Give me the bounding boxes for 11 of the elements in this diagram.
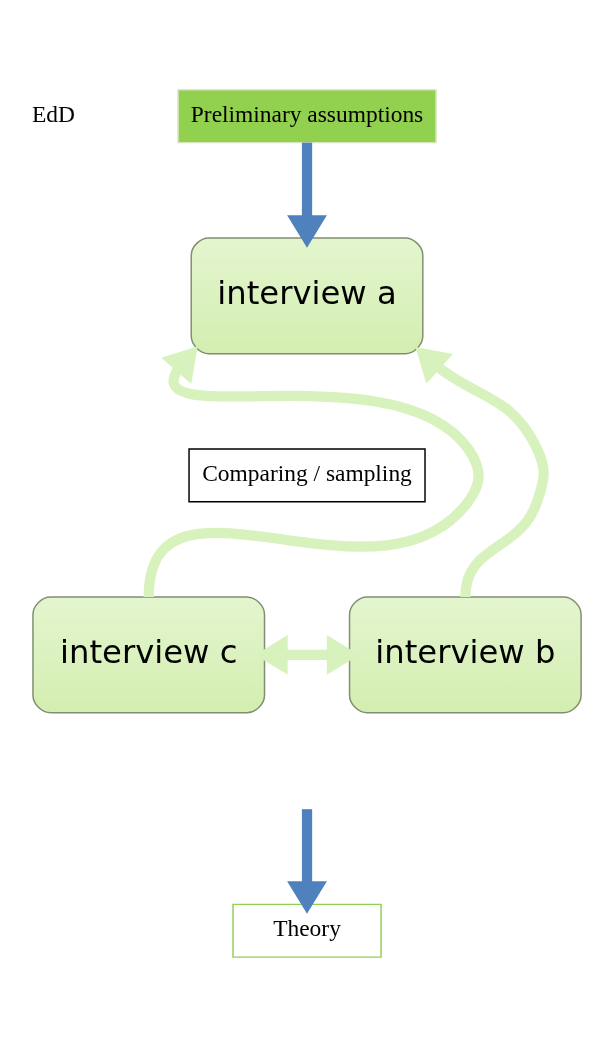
node-box: Theory — [232, 903, 382, 958]
label: EdD — [31, 100, 75, 127]
arrow — [287, 809, 327, 914]
arrow — [415, 347, 549, 598]
arrow — [143, 346, 484, 598]
node-box: interview c — [32, 596, 266, 714]
node-box: interview a — [190, 237, 424, 355]
node-box: Preliminary assumptions — [177, 89, 437, 144]
arrow — [287, 142, 327, 248]
node-box: interview b — [348, 596, 582, 714]
node-box: Comparing / sampling — [188, 448, 426, 503]
